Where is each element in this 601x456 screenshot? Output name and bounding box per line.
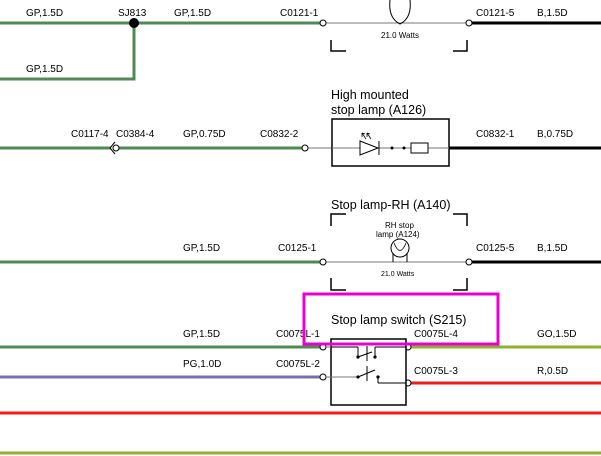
label-top-right-b: B,1.5D (537, 8, 568, 19)
connector-c0121-1-pin[interactable] (319, 19, 327, 27)
led-rays-icon (361, 132, 372, 140)
label-top-watts: 21.0 Watts (381, 31, 419, 40)
rh-inner-line1: RH stop (385, 221, 414, 230)
rh-lamp-box-top (330, 213, 468, 226)
led-icon (359, 140, 380, 156)
label-c0121-1: C0121-1 (280, 8, 319, 19)
switch-upper-blade (357, 351, 373, 358)
label-c0832-2: C0832-2 (260, 129, 299, 140)
label-c0121-5: C0121-5 (476, 8, 515, 19)
rh-lamp-filament (393, 242, 407, 251)
hm-title-line2: stop lamp (A126) (331, 103, 426, 117)
rh-lamp-box-bottom (330, 278, 468, 291)
connector-c0125-5-pin[interactable] (465, 258, 473, 266)
label-sw-r: R,0.5D (537, 366, 568, 377)
rh-watts: 21.0 Watts (381, 271, 415, 278)
top-lamp-bulb-icon (389, 0, 411, 25)
label-top-mid-gp: GP,1.5D (174, 8, 211, 19)
label-sj813: SJ813 (118, 8, 147, 19)
switch-highlight-box[interactable] (302, 292, 500, 346)
high-mounted-stop-lamp-circuit: C0117-4 C0384-4 GP,0.75D C0832-2 High mo… (0, 88, 601, 167)
top-circuit: GP,1.5D SJ813 GP,1.5D C0121-1 21.0 Watts… (0, 0, 601, 81)
label-c0075l-2: C0075L-2 (276, 359, 320, 370)
rh-lamp-bulb-icon (390, 238, 410, 258)
label-hm-gp: GP,0.75D (183, 129, 226, 140)
label-sw-pg: PG,1.0D (183, 359, 221, 370)
label-c0384-4: C0384-4 (116, 129, 155, 140)
label-c0125-5: C0125-5 (476, 243, 515, 254)
label-top-branch-gp: GP,1.5D (26, 64, 63, 75)
hm-title-line1: High mounted (331, 88, 409, 102)
inline-connector-c0117-icon[interactable] (109, 141, 116, 155)
label-sw-go: GO,1.5D (537, 329, 576, 340)
hm-node-left (390, 146, 394, 150)
connector-c0121-5-pin[interactable] (465, 19, 473, 27)
label-c0832-1: C0832-1 (476, 129, 515, 140)
connector-c0125-1-pin[interactable] (319, 258, 327, 266)
label-rh-b: B,1.5D (537, 243, 568, 254)
label-sw-gp: GP,1.5D (183, 329, 220, 340)
label-c0125-1: C0125-1 (278, 243, 317, 254)
stop-lamp-switch-circuit: GP,1.5D C0075L-1 PG,1.0D C0075L-2 C0075L… (0, 292, 601, 455)
connector-c0832-2-pin[interactable] (301, 144, 309, 152)
label-c0075l-3: C0075L-3 (414, 366, 458, 377)
switch-title: Stop lamp switch (S215) (331, 313, 466, 327)
splice-node-sj813[interactable] (129, 18, 139, 28)
stop-lamp-rh-circuit: GP,1.5D C0125-1 Stop lamp-RH (A140) RH s… (0, 198, 601, 291)
label-c0117-4: C0117-4 (71, 129, 109, 140)
rh-title: Stop lamp-RH (A140) (331, 198, 451, 212)
rh-inner-line2: lamp (A124) (376, 230, 420, 239)
label-c0075l-1: C0075L-1 (276, 329, 320, 340)
hm-lamp-box[interactable] (331, 118, 450, 167)
label-c0075l-4: C0075L-4 (414, 329, 458, 340)
label-top-left-gp: GP,1.5D (26, 8, 63, 19)
label-rh-gp: GP,1.5D (183, 243, 220, 254)
label-hm-b: B,0.75D (537, 129, 573, 140)
resistor-icon (410, 142, 429, 154)
hm-node-right (402, 146, 406, 150)
switch-box[interactable] (330, 338, 407, 406)
rh-lamp-leads (392, 253, 408, 262)
connector-c0075l-2-pin[interactable] (319, 373, 327, 381)
top-lamp-box (330, 40, 468, 52)
inline-connector-c0384-pin[interactable] (112, 144, 120, 152)
